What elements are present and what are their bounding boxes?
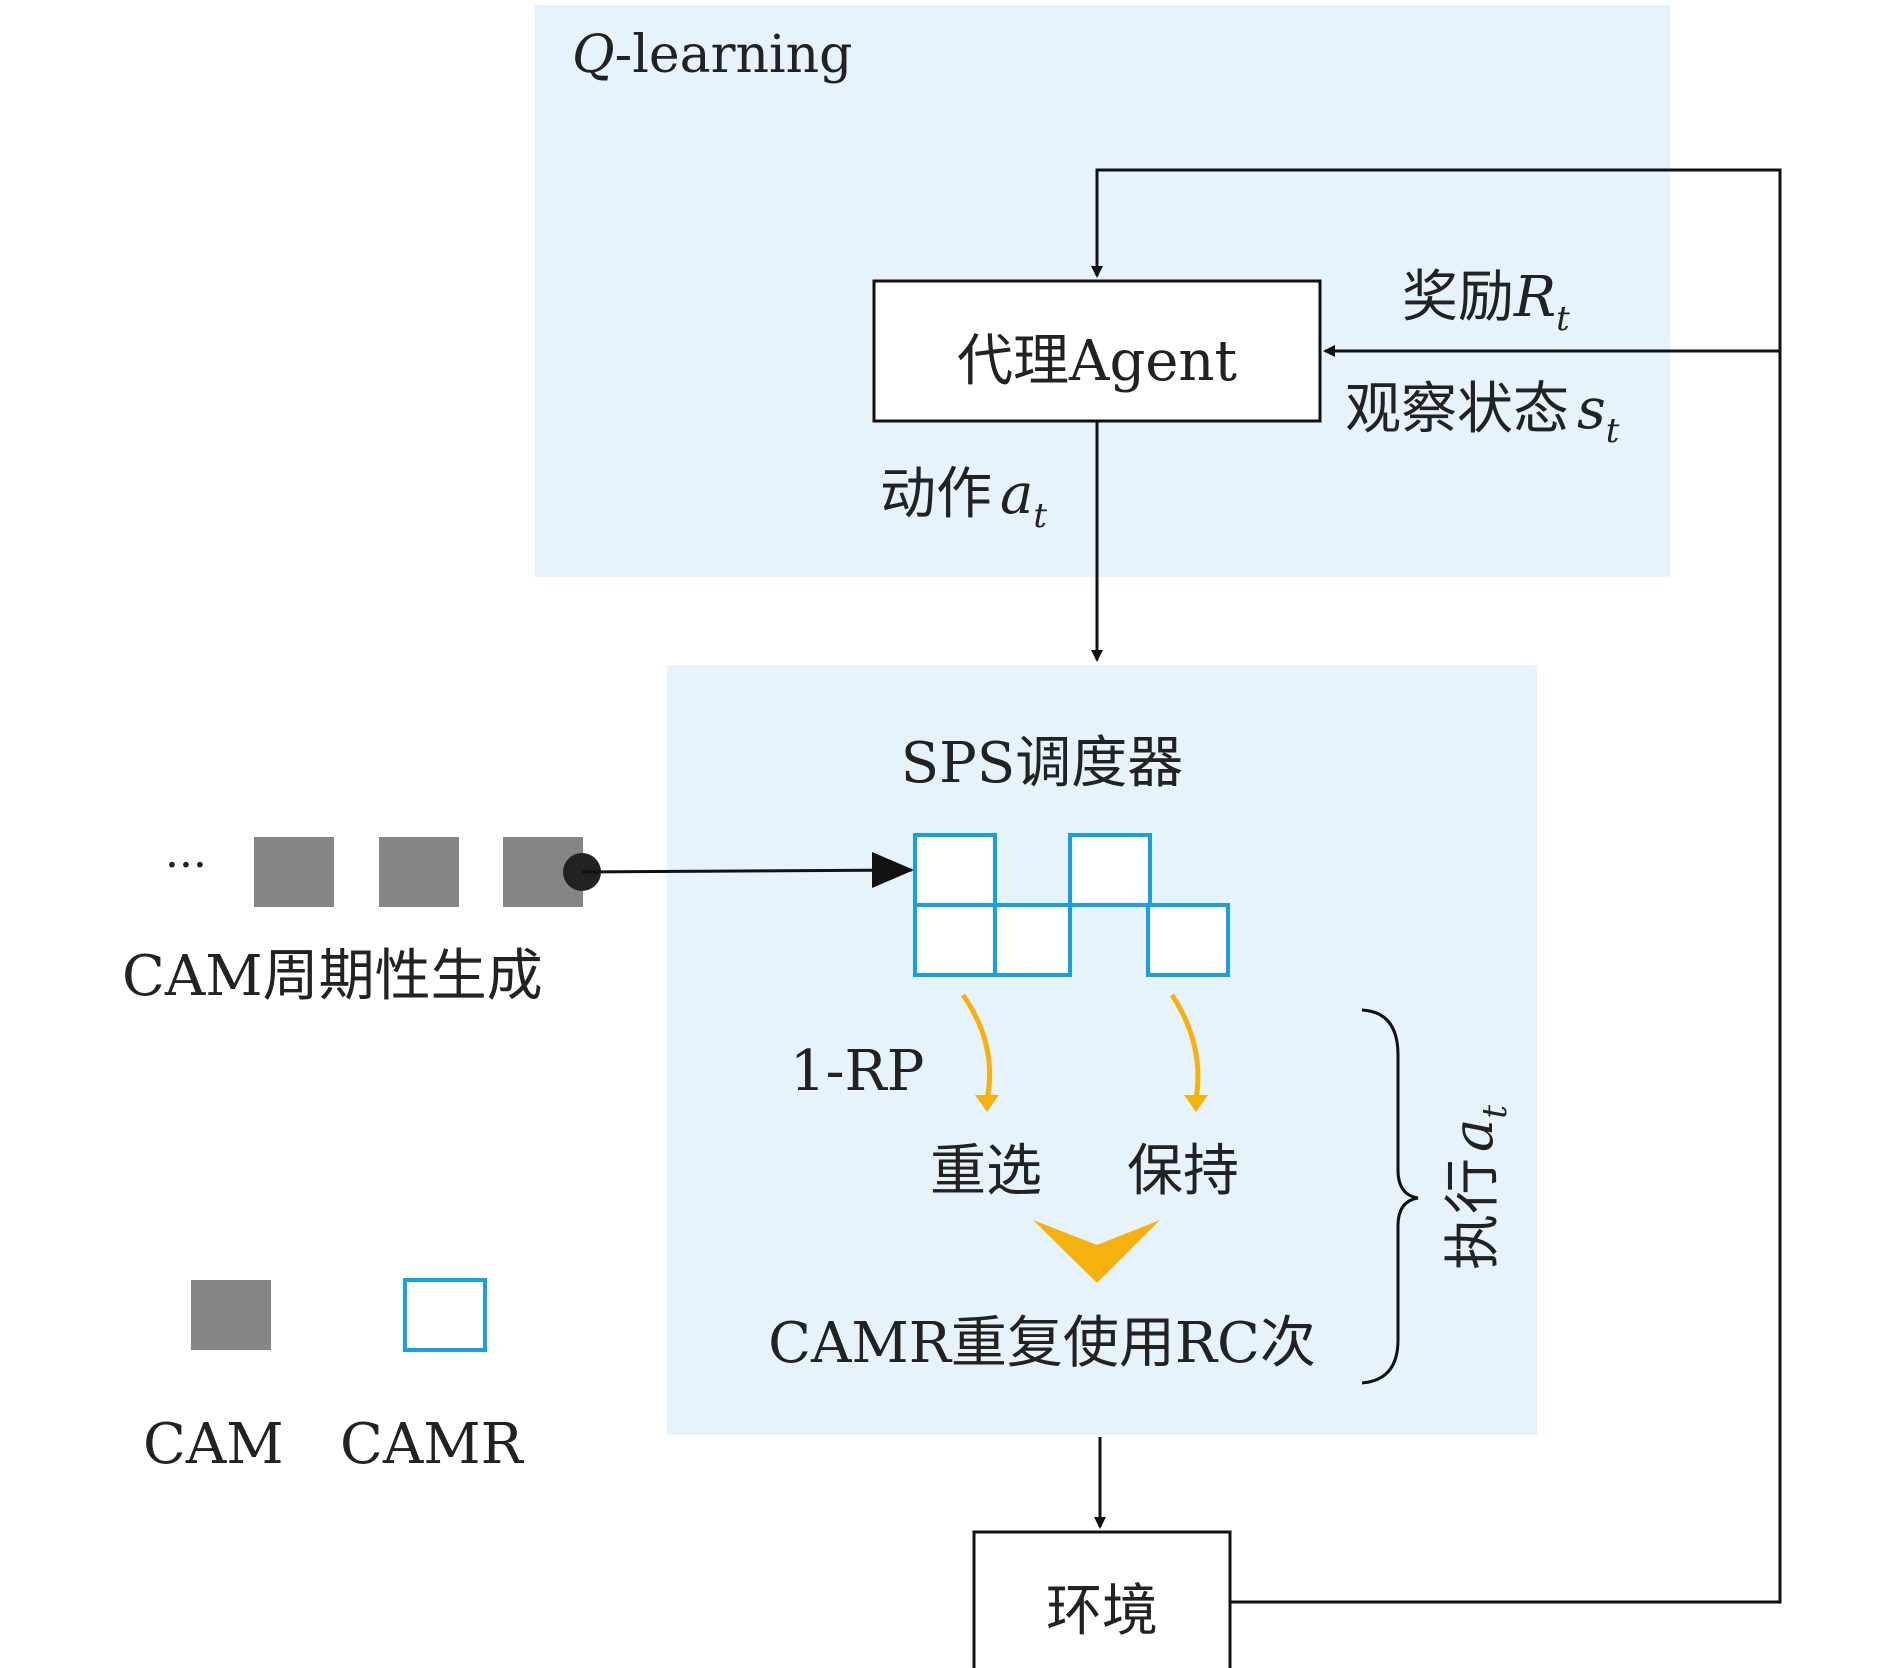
execute-brace (1361, 1008, 1419, 1385)
environment-label: 环境 (1046, 1579, 1158, 1644)
legend-cam-swatch (191, 1280, 271, 1350)
legend-camr-label: CAMR (340, 1412, 525, 1477)
keep-curve-arrow (1169, 993, 1201, 1101)
reward-label: 奖励Rt (1402, 265, 1570, 339)
rp-label: 1-RP (790, 1039, 924, 1104)
cam-to-grid-arrow (581, 868, 913, 874)
keep-label: 保持 (1127, 1139, 1239, 1204)
result-label: CAMR重复使用RC次 (768, 1311, 1316, 1376)
keep-curve-arrowhead (1184, 1095, 1208, 1112)
cam-source-label: CAM周期性生成 (122, 944, 543, 1009)
scheduler-panel (667, 665, 1537, 1435)
reselect-curve-arrow (960, 993, 993, 1101)
camr-cell (913, 903, 997, 977)
scheduler-title: SPS调度器 (901, 731, 1183, 796)
cam-arrowhead (872, 852, 914, 888)
legend-cam-label: CAM (143, 1412, 284, 1477)
reselect-curve-arrowhead (975, 1095, 999, 1112)
camr-cell (1068, 833, 1152, 907)
merge-chevron-icon (1033, 1220, 1160, 1283)
camr-cell (1146, 903, 1230, 977)
cam-ellipsis: ··· (165, 840, 207, 891)
camr-cell (993, 903, 1072, 977)
legend-camr-swatch (403, 1278, 487, 1352)
camr-cell (913, 833, 997, 907)
cam-block (379, 837, 459, 907)
cam-block (254, 837, 334, 907)
feedback-loop-line (1091, 168, 1782, 1604)
reselect-label: 重选 (930, 1139, 1042, 1204)
camr-grid (913, 833, 1230, 977)
execute-label: 执行at (1441, 1105, 1515, 1270)
qlearning-title: Q-learning (572, 25, 852, 85)
agent-label: 代理Agent (957, 329, 1237, 394)
